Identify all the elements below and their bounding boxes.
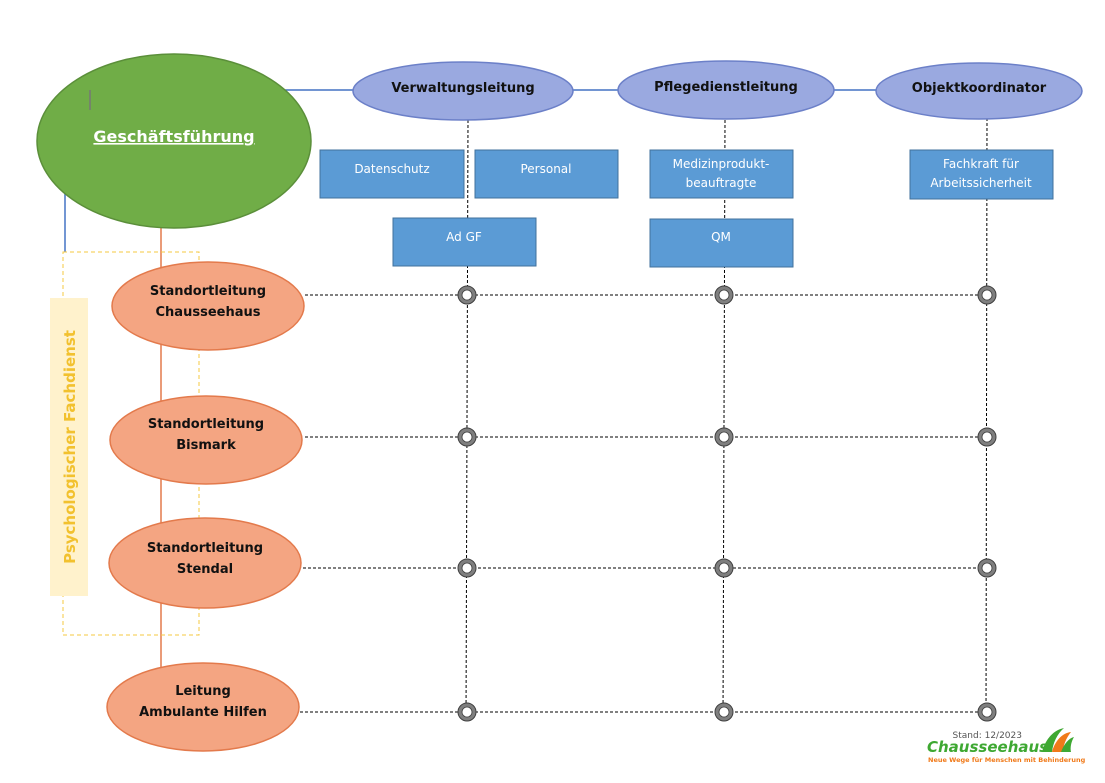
svg-text:Standortleitung: Standortleitung: [150, 284, 266, 299]
dashed-line-objekt: [985, 117, 988, 721]
junction-node-center: [718, 562, 730, 574]
svg-text:Verwaltungsleitung: Verwaltungsleitung: [391, 81, 534, 96]
site-bismark: Standortleitung Bismark: [109, 395, 303, 485]
svg-text:Chausseehaus: Chausseehaus: [156, 305, 261, 320]
junction-node-center: [981, 562, 993, 574]
logo-tagline: Neue Wege für Menschen mit Behinderung: [928, 756, 1086, 764]
site-chausseehaus: Standortleitung Chausseehaus: [111, 261, 305, 351]
box-fachkraft: Fachkraft für Arbeitssicherheit: [909, 149, 1054, 200]
box-personal: Personal: [474, 149, 619, 199]
svg-text:Leitung: Leitung: [175, 684, 231, 699]
stand-label: Stand: 12/2023: [953, 731, 1022, 741]
junction-node-center: [461, 562, 473, 574]
svg-text:Fachkraft für: Fachkraft für: [943, 157, 1019, 171]
psych-band: [50, 298, 88, 596]
svg-text:Datenschutz: Datenschutz: [354, 162, 429, 176]
gf-label: Geschäftsführung: [93, 127, 254, 146]
svg-text:QM: QM: [711, 230, 731, 244]
svg-text:Standortleitung: Standortleitung: [148, 417, 264, 432]
svg-text:beauftragte: beauftragte: [686, 176, 757, 190]
logo-wordmark: Chausseehaus: [927, 738, 1048, 756]
junction-node-center: [718, 289, 730, 301]
junction-node-center: [981, 431, 993, 443]
svg-text:Objektkoordinator: Objektkoordinator: [912, 81, 1047, 96]
junction-node-center: [718, 431, 730, 443]
junction-node-center: [981, 706, 993, 718]
leadership-pflege: Pflegedienstleitung: [617, 60, 835, 120]
site-ambulant: Leitung Ambulante Hilfen: [106, 662, 300, 752]
dashed-line-pflege: [722, 119, 726, 721]
box-datenschutz: Datenschutz: [319, 149, 465, 199]
junction-node-center: [718, 706, 730, 718]
box-adgf: Ad GF: [392, 217, 537, 267]
svg-text:Ambulante Hilfen: Ambulante Hilfen: [139, 705, 267, 720]
junction-node-center: [461, 706, 473, 718]
svg-text:Ad GF: Ad GF: [446, 230, 482, 244]
svg-text:Medizinprodukt-: Medizinprodukt-: [673, 157, 770, 171]
svg-text:Pflegedienstleitung: Pflegedienstleitung: [654, 80, 798, 95]
leadership-objekt: Objektkoordinator: [875, 62, 1083, 120]
dashed-line-verwaltung: [465, 119, 469, 721]
site-stendal: Standortleitung Stendal: [108, 517, 302, 609]
leadership-verwaltung: Verwaltungsleitung: [352, 61, 574, 121]
svg-text:Arbeitssicherheit: Arbeitssicherheit: [930, 176, 1032, 190]
svg-text:Stendal: Stendal: [177, 562, 233, 577]
junction-node-center: [461, 289, 473, 301]
junction-node-center: [461, 431, 473, 443]
logo-mark-icon: [1042, 728, 1074, 752]
box-medizinprodukt: Medizinprodukt- beauftragte: [649, 149, 794, 199]
box-qm: QM: [649, 218, 794, 268]
svg-text:Personal: Personal: [520, 162, 571, 176]
junction-nodes: [457, 285, 997, 722]
svg-text:Standortleitung: Standortleitung: [147, 541, 263, 556]
svg-text:Bismark: Bismark: [176, 438, 236, 453]
gf-ellipse: [36, 53, 312, 229]
psych-label: Psychologischer Fachdienst: [61, 330, 79, 564]
junction-node-center: [981, 289, 993, 301]
